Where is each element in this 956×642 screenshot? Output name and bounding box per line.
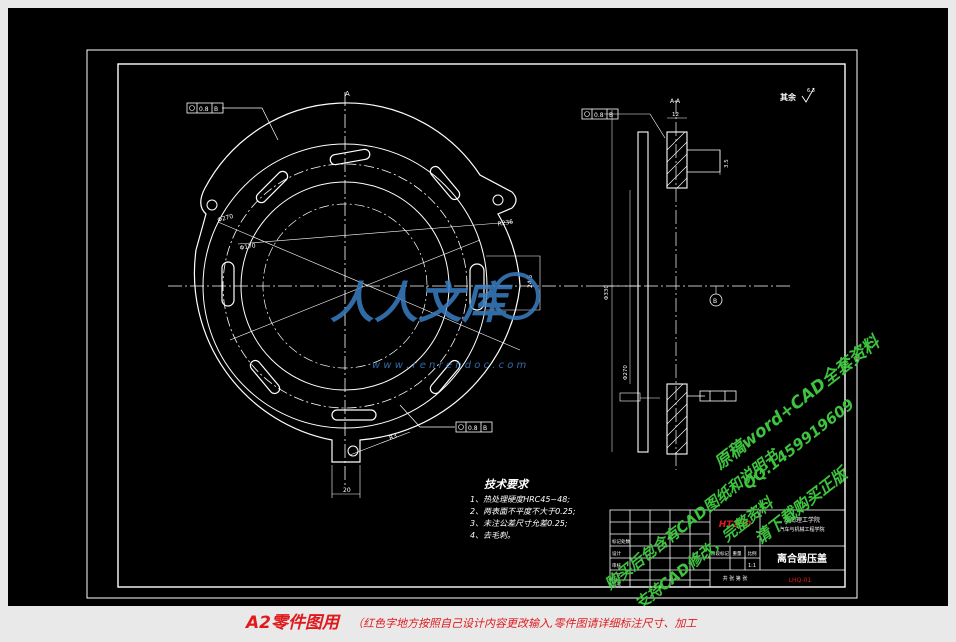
- bottom-note-bar: A2零件图用 （红色字地方按照自己设计内容更改输入,零件图请详细标注尺寸、加工: [0, 606, 956, 638]
- plan-view: [168, 92, 640, 498]
- bottom-note-text: （红色字地方按照自己设计内容更改输入,零件图请详细标注尺寸、加工: [352, 617, 697, 630]
- dim-section-d: Φ270: [623, 365, 629, 380]
- watermark-logo: 人人文库 w w w . r e n r e n d o c . c o m: [330, 272, 540, 371]
- section-view: [600, 100, 790, 470]
- svg-text:4、去毛刺。: 4、去毛刺。: [470, 531, 515, 540]
- position-icon: [458, 424, 464, 430]
- drawing-canvas[interactable]: [8, 8, 948, 608]
- tech-requirements: 技术要求 1、热处理硬度HRC45~48; 2、两表面不平度不大于0.25; 3…: [470, 478, 576, 540]
- dim-section-b: 3.5: [724, 159, 730, 168]
- svg-text:技术要求: 技术要求: [484, 478, 530, 491]
- row-design: 设计: [612, 550, 621, 557]
- svg-text:6.3: 6.3: [807, 88, 815, 94]
- parallelism-frame: [619, 390, 737, 402]
- roughness-note: 其余: [780, 92, 797, 102]
- bottom-note-title: A2零件图用: [244, 613, 341, 633]
- svg-text:1、热处理硬度HRC45~48;: 1、热处理硬度HRC45~48;: [470, 495, 570, 504]
- dim-left-diameter-2: Φ170: [239, 242, 256, 252]
- dim-left-diameter: Φ270: [217, 213, 235, 224]
- dim-bottom-radius: R3: [388, 433, 398, 442]
- svg-text:0.8: 0.8: [594, 112, 604, 119]
- svg-text:3、未注公差尺寸允差0.25;: 3、未注公差尺寸允差0.25;: [470, 519, 568, 528]
- scale-value: 1:1: [748, 563, 756, 569]
- tolerance-frame-lower: 0.8 B: [455, 421, 493, 433]
- svg-text:B: B: [483, 425, 487, 432]
- section-mark-a: A: [345, 90, 350, 98]
- svg-text:0.8: 0.8: [468, 425, 478, 432]
- dim-section-c: Φ330: [604, 285, 610, 300]
- dim-section-a: 12: [672, 112, 679, 118]
- svg-text:0.8: 0.8: [199, 106, 209, 113]
- flatness-icon: [619, 392, 641, 402]
- position-icon: [189, 105, 195, 111]
- tolerance-frame-section: 0.8 B: [581, 108, 619, 120]
- svg-text:2、两表面不平度不大于0.25;: 2、两表面不平度不大于0.25;: [470, 507, 576, 516]
- svg-text:B: B: [214, 106, 218, 113]
- sheet-count: 共 张 第 张: [723, 575, 748, 582]
- inner-frame: [117, 63, 846, 588]
- section-label: A-A: [670, 98, 681, 105]
- drawing-number[interactable]: LHQ-01: [789, 577, 812, 584]
- title-block: [609, 509, 846, 588]
- row-marks: 标记处数: [612, 538, 630, 545]
- school-name: 湖南理工学院: [784, 516, 820, 524]
- material-field[interactable]: HT250: [719, 520, 751, 530]
- part-name[interactable]: 离合器压盖: [777, 552, 827, 565]
- dim-right-radius: R236: [497, 218, 514, 228]
- school-department: 汽车与机械工程学院: [779, 526, 824, 533]
- row-review: 审核: [612, 562, 621, 569]
- col-stage: 阶段标记: [711, 550, 729, 557]
- col-weight: 重量: [733, 550, 742, 557]
- dim-bottom-width: 20: [343, 487, 351, 494]
- roughness-icon: [801, 87, 815, 103]
- row-approve: 批准: [612, 580, 621, 587]
- position-icon: [584, 111, 590, 117]
- col-scale: 比例: [748, 550, 757, 557]
- datum-b-label: B: [713, 298, 717, 305]
- svg-text:B: B: [609, 112, 613, 119]
- watermark-url: w w w . r e n r e n d o c . c o m: [372, 360, 527, 371]
- outer-frame: [86, 49, 858, 599]
- tolerance-frame-top: 0.8 B: [186, 102, 224, 114]
- svg-text:人人文库: 人人文库: [330, 278, 513, 329]
- row-process: 工艺: [612, 573, 621, 579]
